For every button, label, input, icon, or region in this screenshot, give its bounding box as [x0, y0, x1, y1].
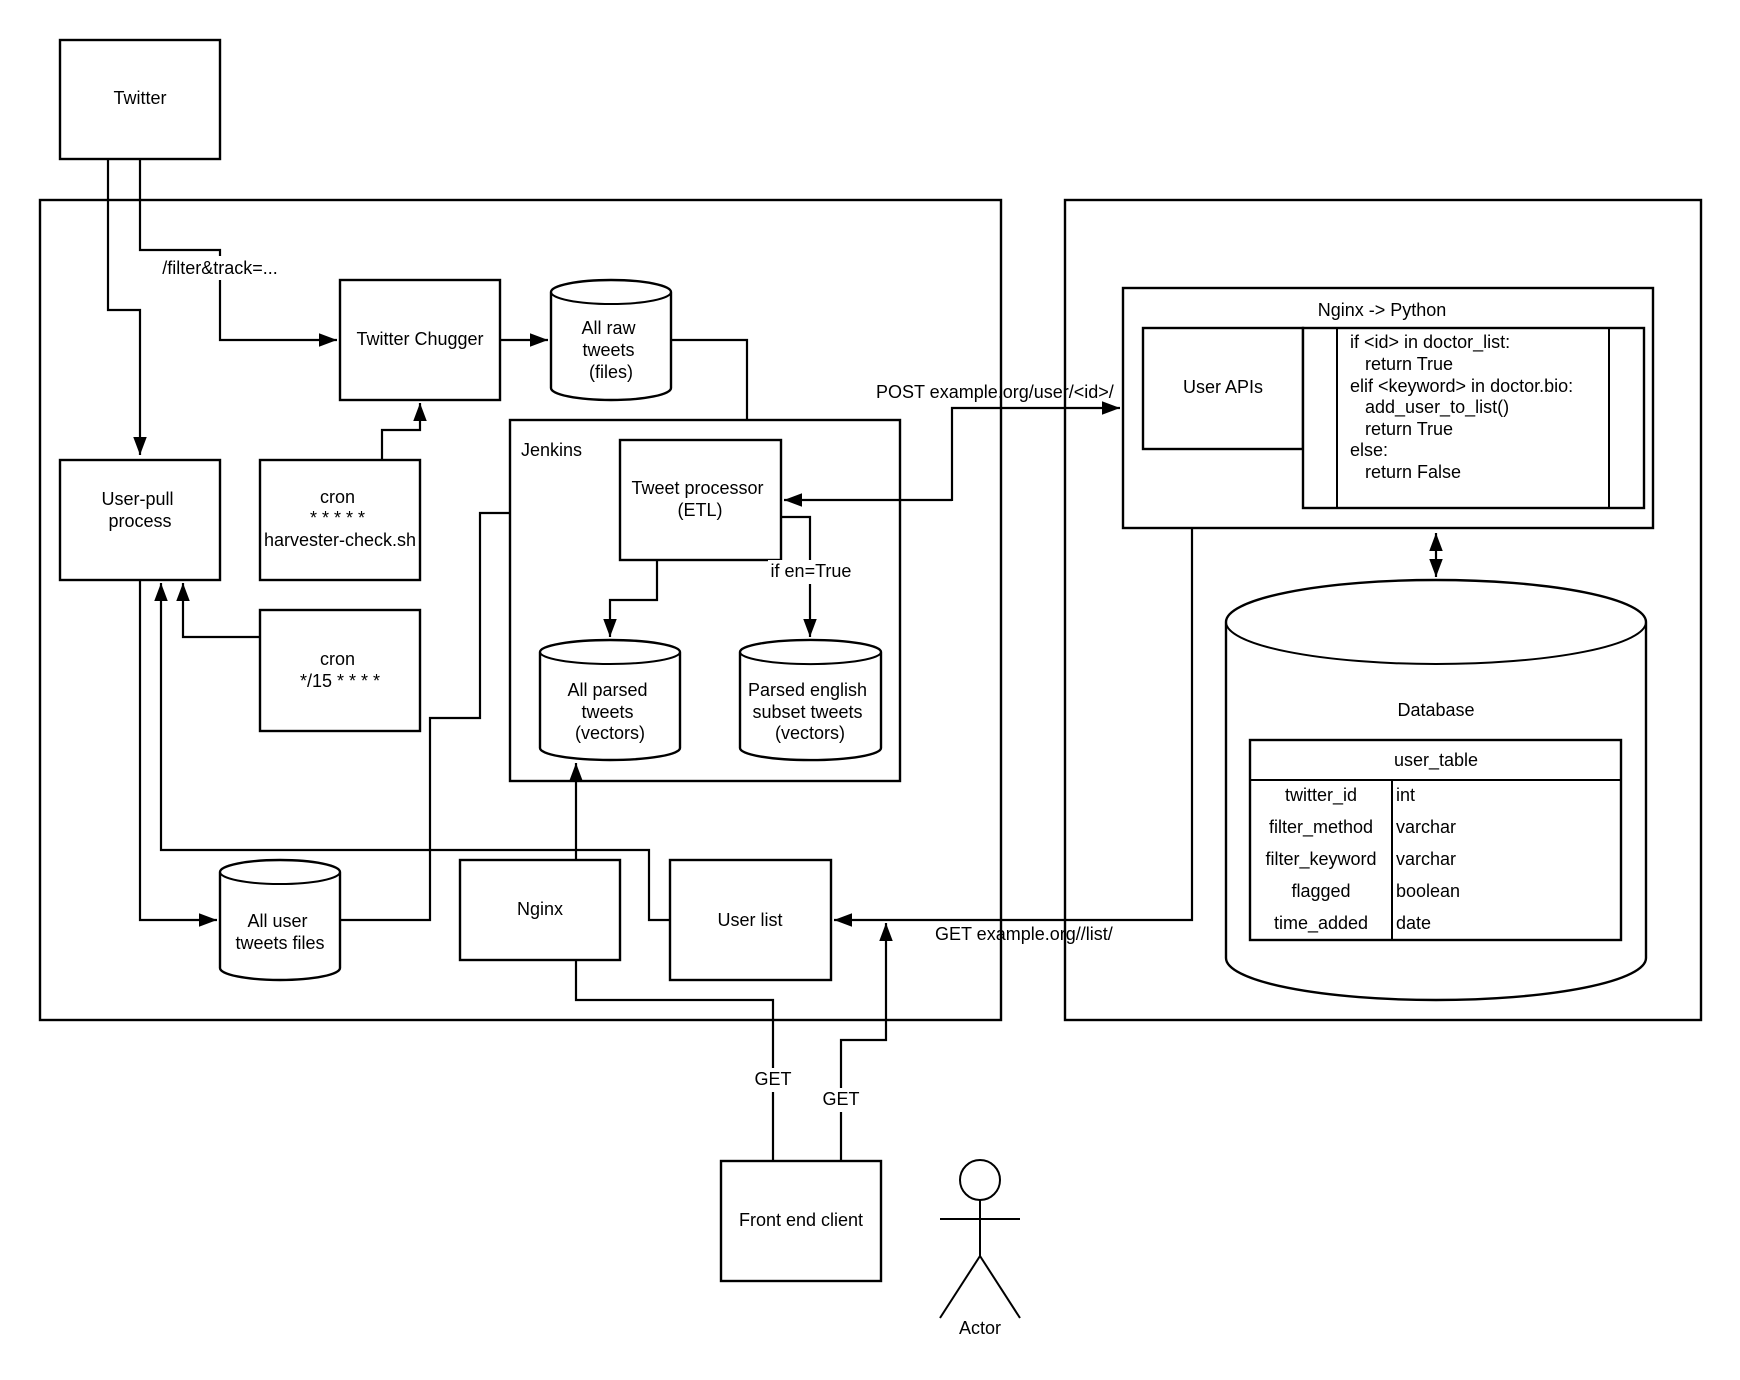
cron-harvester-node[interactable]: cron * * * * * harvester-check.sh [258, 458, 422, 582]
field-type: varchar [1396, 849, 1456, 869]
raw-tweets-label: All raw tweets (files) [581, 318, 640, 382]
edge-twitter-to-user-pull [106, 159, 147, 455]
tweet-processor-node[interactable]: Tweet processor (ETL) [618, 438, 783, 562]
tweet-processor-label: Tweet processor (ETL) [631, 478, 768, 520]
nginx-node[interactable]: Nginx [458, 858, 622, 962]
field-type: varchar [1396, 817, 1456, 837]
nginx-label: Nginx [517, 899, 563, 919]
field-name: flagged [1291, 881, 1350, 901]
table-row: flagged boolean [1291, 881, 1460, 901]
edge-user-pull-to-user-tweets [138, 580, 217, 927]
table-row: filter_method varchar [1269, 817, 1456, 838]
edge-label-filter-track: /filter&track=... [162, 258, 278, 278]
user-table-title: user_table [1394, 750, 1478, 771]
field-name: twitter_id [1285, 785, 1357, 806]
edge-api-to-user-list [834, 528, 1194, 927]
twitter-node[interactable]: Twitter [58, 38, 222, 161]
edge-user-tweets-to-processor [340, 506, 617, 922]
field-type: date [1396, 913, 1431, 933]
edge-label-if-en: if en=True [771, 561, 852, 581]
nginx-python-label: Nginx -> Python [1318, 300, 1447, 320]
parsed-english-store[interactable]: Parsed english subset tweets (vectors) [738, 638, 883, 762]
table-row: time_added date [1274, 913, 1431, 934]
user-list-label: User list [717, 910, 782, 930]
edge-label-get-nginx: GET [754, 1069, 791, 1089]
twitter-chugger-label: Twitter Chugger [356, 329, 483, 349]
edge-processor-to-english [781, 515, 817, 637]
edge-cron15-to-user-pull [176, 583, 260, 639]
edge-processor-to-all-parsed [603, 560, 659, 637]
all-user-tweets-store[interactable]: All user tweets files [218, 858, 342, 982]
table-row: twitter_id int [1285, 785, 1415, 806]
edge-raw-tweets-to-processor [671, 338, 754, 437]
front-end-client-label: Front end client [739, 1210, 863, 1230]
raw-tweets-store[interactable]: All raw tweets (files) [549, 278, 673, 402]
front-end-client-node[interactable]: Front end client [719, 1159, 883, 1283]
cron-harvester-label: cron * * * * * harvester-check.sh [264, 487, 416, 550]
edge-cron-to-chugger [380, 403, 427, 460]
all-user-tweets-label: All user tweets files [235, 911, 324, 953]
field-name: time_added [1274, 913, 1368, 934]
user-pull-node[interactable]: User-pull process [58, 458, 222, 582]
user-pull-label: User-pull process [101, 489, 178, 531]
cron-15-node[interactable]: cron */15 * * * * [258, 608, 422, 733]
field-name: filter_keyword [1265, 849, 1376, 870]
api-logic-code-block: if <id> in doctor_list: return True elif… [0, 0, 1646, 510]
parsed-english-label: Parsed english subset tweets (vectors) [748, 680, 872, 743]
edge-twitter-to-chugger [138, 159, 337, 347]
actor-label: Actor [959, 1318, 1001, 1338]
table-row: filter_keyword varchar [1265, 849, 1456, 870]
database-label: Database [1397, 700, 1474, 720]
all-parsed-store[interactable]: All parsed tweets (vectors) [538, 638, 682, 762]
user-apis-node[interactable]: User APIs [1141, 326, 1305, 451]
edge-user-list-to-user-pull [154, 583, 670, 922]
all-parsed-label: All parsed tweets (vectors) [567, 680, 652, 743]
twitter-label: Twitter [113, 88, 166, 108]
user-list-node[interactable]: User list [668, 858, 833, 982]
field-type: int [1396, 785, 1415, 805]
cron-15-label: cron */15 * * * * [300, 649, 380, 691]
edge-processor-to-user-apis [950, 401, 1120, 501]
twitter-chugger-node[interactable]: Twitter Chugger [338, 278, 502, 402]
jenkins-label: Jenkins [521, 440, 582, 460]
user-table: user_table twitter_id int filter_method … [1248, 738, 1623, 942]
edge-label-get-user-list: GET [822, 1089, 859, 1109]
actor-icon [939, 1159, 1021, 1319]
edge-label-post-user: POST example.org/user/<id>/ [876, 382, 1114, 402]
user-apis-label: User APIs [1183, 377, 1263, 397]
api-logic-code: if <id> in doctor_list: return True elif… [0, 0, 1608, 482]
edge-label-get-list: GET example.org//list/ [935, 924, 1113, 944]
field-type: boolean [1396, 881, 1460, 901]
field-name: filter_method [1269, 817, 1373, 838]
